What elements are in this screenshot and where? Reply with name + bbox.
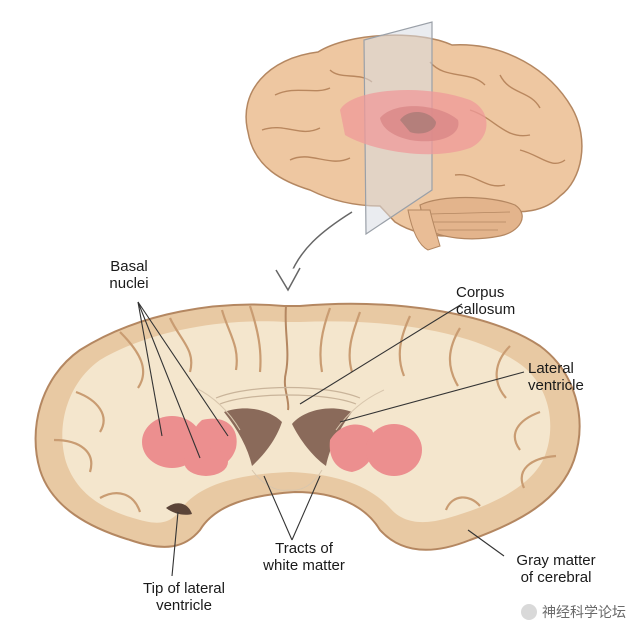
label-tracts-line2: white matter [263, 557, 345, 574]
label-basal-nuclei-line1: Basal [110, 258, 148, 275]
label-tracts-line1: Tracts of [275, 540, 333, 557]
watermark-text: 神经科学论坛 [542, 605, 626, 621]
label-gray-matter-line1: Gray matter [516, 552, 596, 569]
section-arrow [289, 211, 353, 277]
label-lateral-ventricle-line2: ventricle [528, 377, 584, 394]
label-basal-nuclei: Basal nuclei [94, 258, 164, 292]
brain-3d [245, 21, 583, 251]
label-lateral-ventricle-line1: Lateral [528, 360, 574, 377]
label-tracts-white-matter: Tracts of white matter [244, 540, 364, 574]
label-corpus-callosum-line1: Corpus [456, 284, 505, 301]
label-basal-nuclei-line2: nuclei [109, 275, 149, 292]
label-tip-line2: ventricle [156, 597, 212, 614]
leader-lines [137, 301, 525, 577]
label-gray-matter-line2: of cerebral [520, 569, 592, 586]
watermark-logo-icon [521, 604, 537, 620]
label-gray-matter: Gray matter of cerebral [496, 552, 616, 586]
label-tip-line1: Tip of lateral [143, 580, 225, 597]
label-corpus-callosum: Corpus callosum [456, 284, 556, 318]
label-lateral-ventricle: Lateral ventricle [528, 360, 628, 394]
label-corpus-callosum-line2: callosum [456, 301, 516, 318]
watermark: 神经科学论坛 [521, 602, 626, 622]
label-tip-lateral-ventricle: Tip of lateral ventricle [124, 580, 244, 614]
coronal-section [34, 302, 581, 551]
